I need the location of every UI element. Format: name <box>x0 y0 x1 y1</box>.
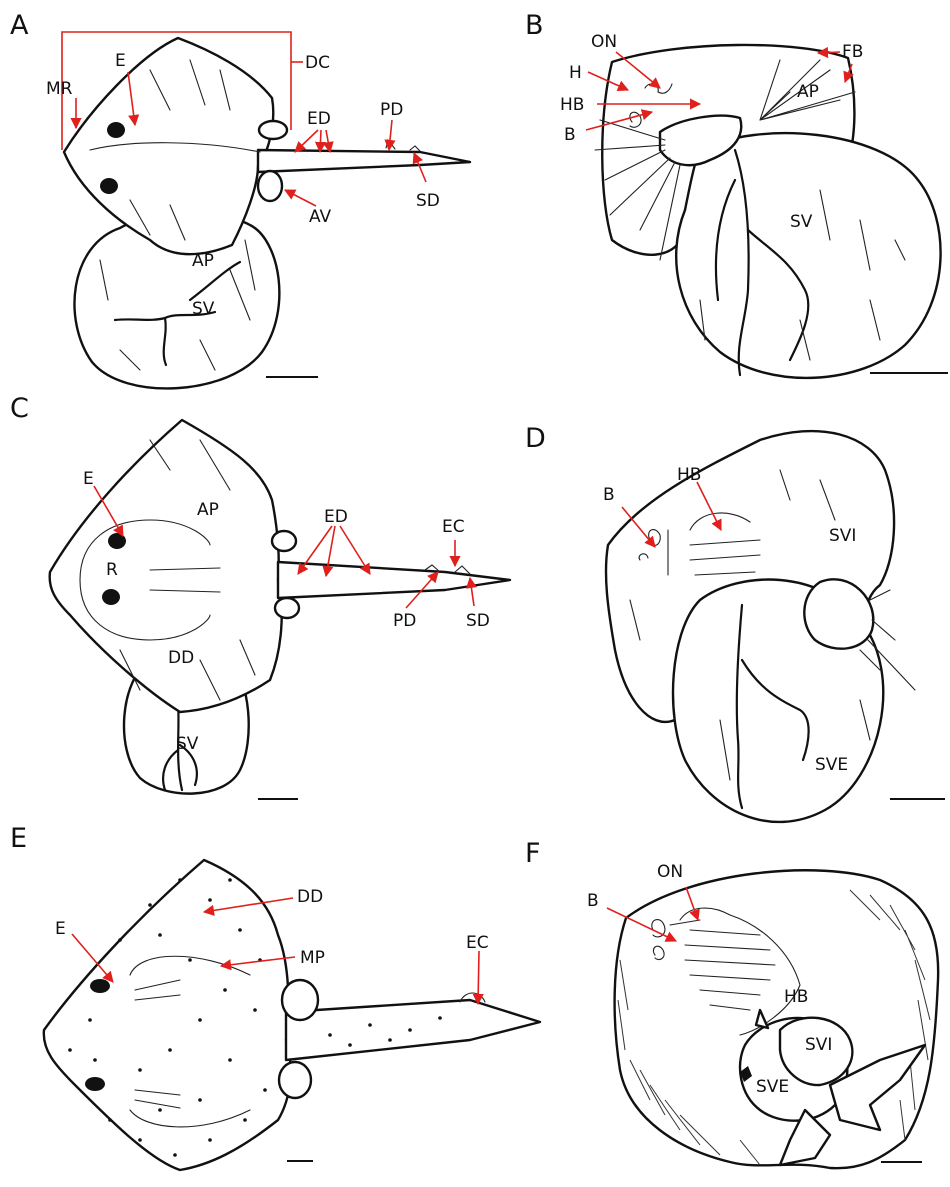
panel-letter-e: E <box>10 823 27 854</box>
label-e: E <box>55 919 66 939</box>
panel-letter-d: D <box>525 423 546 454</box>
label-ap: AP <box>197 500 219 520</box>
label-pd: PD <box>380 100 403 120</box>
label-sve: SVE <box>815 755 848 775</box>
label-sv: SV <box>192 299 215 319</box>
panel-a: A <box>10 10 470 388</box>
label-b: B <box>603 485 615 505</box>
panel-d: D HB B SVI SVE <box>525 423 945 822</box>
label-ap: AP <box>797 82 819 102</box>
label-ed: ED <box>307 109 331 129</box>
label-b: B <box>587 891 599 911</box>
label-h: H <box>569 63 582 83</box>
label-sve: SVE <box>756 1077 789 1097</box>
label-hb: HB <box>784 987 808 1007</box>
label-ap: AP <box>192 251 214 271</box>
label-r: R <box>106 560 118 580</box>
embryo-body-drawing <box>50 420 510 712</box>
panel-letter-c: C <box>10 393 29 424</box>
label-dd: DD <box>168 648 194 668</box>
yolk-sac-drawing <box>615 870 939 1168</box>
panel-b: B ON H HB B FB AP SV <box>525 10 948 378</box>
yolk-sac-drawing <box>606 431 915 822</box>
label-mp: MP <box>300 948 325 968</box>
label-ec: EC <box>466 933 489 953</box>
label-e: E <box>83 469 94 489</box>
panel-letter-b: B <box>525 10 544 41</box>
label-b: B <box>564 125 576 145</box>
label-pd: PD <box>393 611 416 631</box>
label-svi: SVI <box>829 526 856 546</box>
label-dd: DD <box>297 887 323 907</box>
panel-letter-a: A <box>10 10 29 41</box>
embryo-body-drawing <box>44 860 540 1170</box>
label-hb: HB <box>560 95 584 115</box>
panel-e: E <box>10 823 540 1170</box>
label-hb: HB <box>677 465 701 485</box>
label-sd: SD <box>466 611 490 631</box>
panel-f: F ON B HB SVI SVE <box>525 838 938 1168</box>
label-ed: ED <box>324 507 348 527</box>
label-sv: SV <box>176 734 199 754</box>
label-sd: SD <box>416 191 440 211</box>
label-av: AV <box>309 207 332 227</box>
label-on: ON <box>657 862 683 882</box>
label-svi: SVI <box>805 1035 832 1055</box>
label-sv: SV <box>790 212 813 232</box>
label-e: E <box>115 51 126 71</box>
panel-letter-f: F <box>525 838 541 869</box>
label-mr: MR <box>46 79 73 99</box>
label-ec: EC <box>442 517 465 537</box>
label-on: ON <box>591 32 617 52</box>
yolk-sac-drawing <box>602 45 940 378</box>
label-dc: DC <box>305 53 330 73</box>
label-fb: FB <box>842 42 863 62</box>
panel-c: C E AP ED E <box>10 393 510 799</box>
